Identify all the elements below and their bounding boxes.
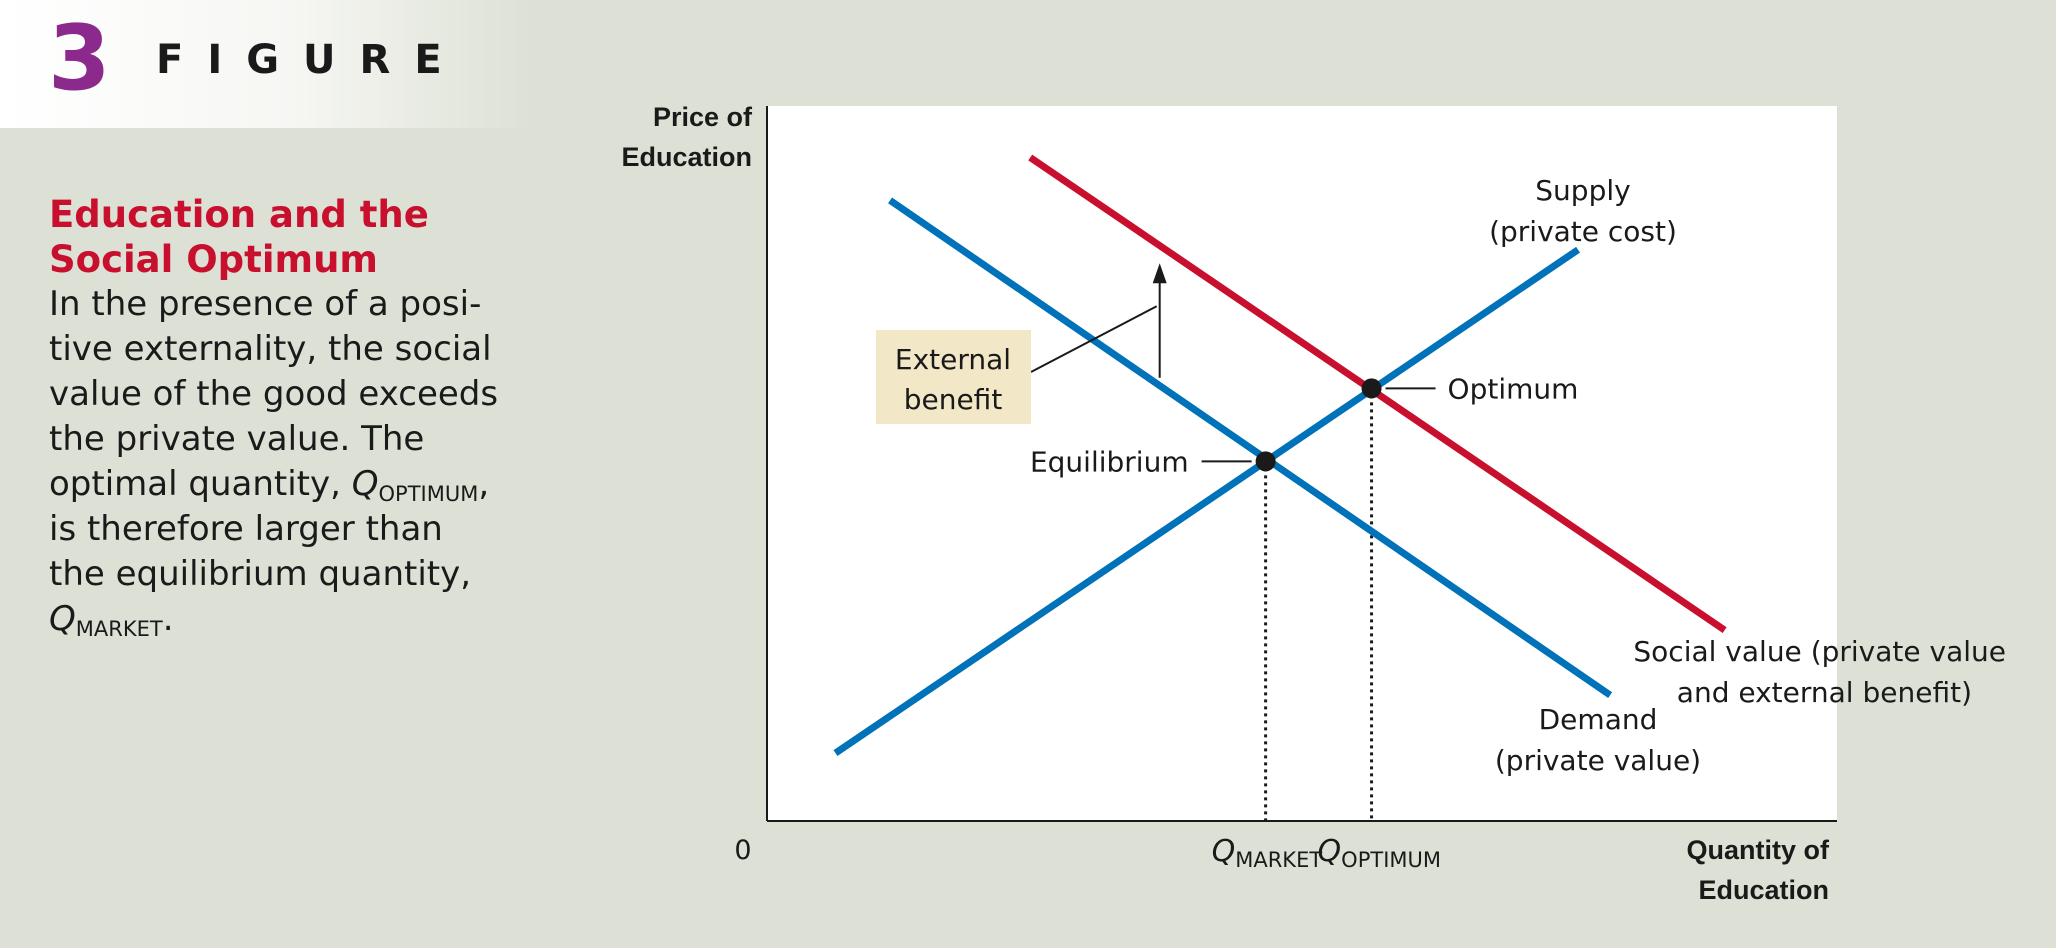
caption-body-line: value of the good exceeds — [49, 374, 499, 414]
y-axis-label-line: Price of — [653, 102, 753, 132]
caption-body-line: is therefore larger than — [49, 509, 443, 549]
x-tick-market-letter: Q — [1212, 834, 1236, 869]
caption-body-line: In the presence of a posi- — [49, 284, 482, 324]
y-axis-label-line: Education — [621, 142, 752, 172]
demand-curve — [888, 197, 1613, 699]
caption-optimal-prefix: optimal quantity, — [49, 464, 352, 504]
x-tick-market-sub: MARKET — [1235, 848, 1322, 872]
caption-q-optimum: Q — [351, 464, 379, 504]
caption-body-line: the private value. The — [49, 419, 425, 459]
caption-market-sub: MARKET — [75, 617, 163, 641]
x-tick-optimum-sub: OPTIMUM — [1341, 848, 1441, 872]
supply-label-line: Supply — [1535, 174, 1630, 207]
external-benefit-label-line: benefit — [904, 383, 1003, 416]
x-tick-market: QMARKET — [1212, 834, 1323, 872]
figure-caption: Education and the Social Optimum In the … — [49, 192, 509, 642]
figure-word: FIGURE — [156, 37, 466, 83]
caption-body: In the presence of a posi- tive external… — [49, 282, 509, 642]
origin-label: 0 — [734, 835, 751, 866]
caption-body-line: tive externality, the social — [49, 329, 492, 369]
x-tick-optimum: QOPTIMUM — [1318, 834, 1441, 872]
optimum-point — [1361, 378, 1382, 399]
x-tick-optimum-letter: Q — [1318, 834, 1342, 869]
figure-number: 3 — [48, 6, 111, 111]
caption-body-line: optimal quantity, QOPTIMUM, — [49, 462, 509, 507]
social-value-label-line: and external benefit) — [1677, 676, 1972, 709]
social-value-label-line: Social value (private value — [1633, 635, 2006, 668]
caption-optimal-suffix: , — [478, 464, 490, 504]
external-benefit-label-line: External — [895, 343, 1011, 376]
equilibrium-point — [1255, 451, 1276, 472]
caption-body-line: QMARKET. — [49, 597, 509, 642]
caption-body-line: the equilibrium quantity, — [49, 554, 472, 594]
external-benefit-arrow-head — [1152, 263, 1167, 284]
equilibrium-label: Equilibrium — [1030, 445, 1189, 478]
x-axis-label-line: Education — [1698, 875, 1829, 905]
demand-label-line: (private value) — [1495, 744, 1701, 777]
external-benefit-annotation: External benefit — [876, 330, 1031, 424]
caption-optimum-sub: OPTIMUM — [378, 482, 479, 506]
external-benefit-leader — [1030, 305, 1158, 373]
caption-title: Education and the Social Optimum — [49, 192, 509, 282]
plot-area — [767, 106, 1837, 821]
caption-q-market: Q — [49, 599, 76, 639]
caption-title-line: Social Optimum — [49, 238, 378, 281]
supply-label-line: (private cost) — [1489, 215, 1677, 248]
caption-final-suffix: . — [162, 599, 174, 639]
external-benefit-box — [876, 330, 1031, 424]
optimum-label: Optimum — [1448, 372, 1579, 405]
demand-label-line: Demand — [1539, 703, 1658, 736]
x-axis-label-line: Quantity of — [1687, 835, 1830, 865]
figure-header: 3 FIGURE — [0, 0, 530, 128]
supply-curve — [833, 246, 1581, 756]
caption-title-line: Education and the — [49, 193, 429, 236]
